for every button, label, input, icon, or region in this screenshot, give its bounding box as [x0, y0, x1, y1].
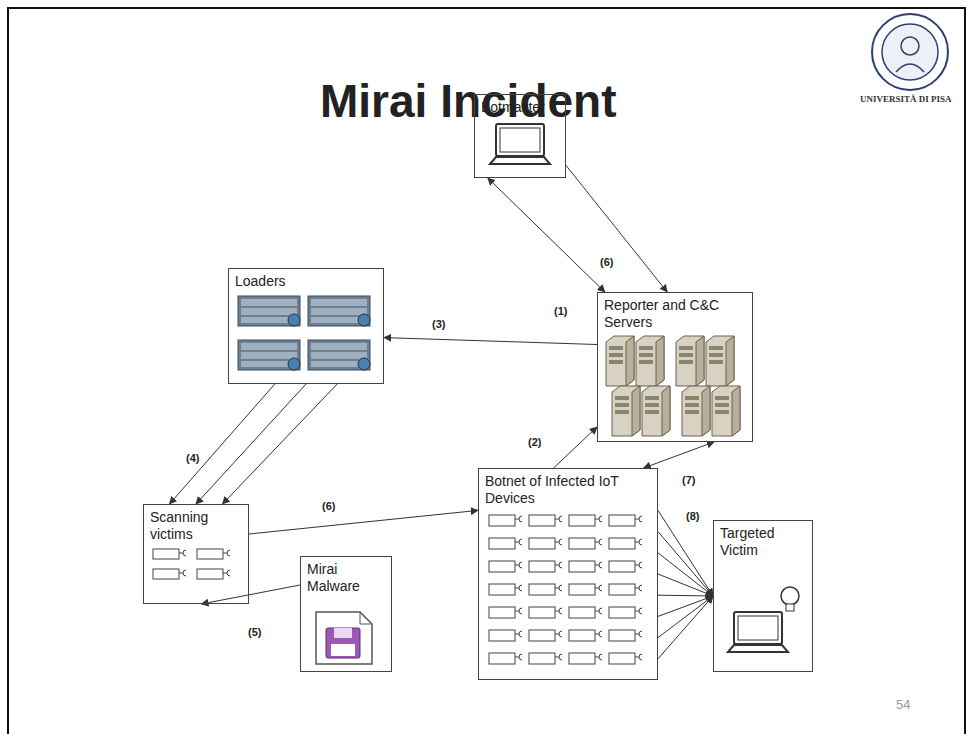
malware-file: [316, 612, 372, 664]
connector-arrow: [658, 596, 713, 659]
process-box: Botnet of Infected IoT Devices: [478, 468, 658, 680]
connector-arrow: [658, 595, 713, 597]
page-number: 54: [896, 697, 910, 712]
connector-arrow: [658, 596, 713, 638]
process-box: Reporter and C&C Servers: [597, 292, 753, 442]
callout-number: (8): [684, 510, 701, 523]
connector-arrow: [658, 596, 713, 616]
victim-laptop: [728, 587, 799, 652]
scanning-devices: [152, 548, 240, 588]
box-label: Botnet of Infected IoT Devices: [479, 469, 657, 511]
connector-arrow: [249, 510, 478, 534]
university-seal: [872, 14, 948, 90]
slide-title: Mirai Incident: [320, 74, 616, 128]
box-label: Reporter and C&C Servers: [598, 293, 752, 335]
connector-arrow: [170, 384, 275, 504]
callout-number: (4): [184, 452, 201, 465]
callout-number: (6): [320, 500, 337, 513]
slide-border: [8, 8, 965, 734]
connector-arrow: [223, 384, 338, 504]
process-box: Loaders: [228, 268, 384, 384]
callout-number: (1): [552, 305, 569, 318]
process-box: Scanning victims: [143, 504, 249, 604]
box-label: Botmaster: [475, 95, 551, 120]
connector-arrow: [658, 574, 713, 596]
box-label: Targeted Victim: [714, 521, 812, 563]
callout-number: (3): [430, 318, 447, 331]
loader-servers: [238, 296, 370, 370]
connector-arrow: [554, 427, 597, 468]
connector-arrow: [196, 384, 306, 504]
box-label: Loaders: [229, 269, 292, 294]
process-box: Botmaster: [474, 94, 566, 178]
cc-servers: [606, 336, 740, 436]
connector-arrow: [658, 553, 713, 596]
callout-number: (6): [598, 256, 615, 269]
process-box: Mirai Malware: [300, 556, 392, 672]
infected-devices-grid: [488, 514, 648, 675]
connector-arrow: [658, 532, 713, 596]
university-name: UNIVERSITÀ DI PISA: [860, 94, 952, 104]
process-box: Targeted Victim: [713, 520, 813, 672]
botmaster-laptop: [490, 124, 550, 164]
callout-number: (7): [680, 474, 697, 487]
connector-arrow: [201, 585, 300, 604]
connector-arrow: [566, 165, 667, 292]
callout-number: (2): [526, 436, 543, 449]
connector-arrow: [644, 442, 714, 468]
callout-number: (5): [246, 626, 263, 639]
connector-arrow: [384, 338, 597, 345]
box-label: Scanning victims: [144, 505, 248, 547]
box-label: Mirai Malware: [301, 557, 391, 599]
connector-arrow: [658, 510, 713, 596]
connector-arrow: [488, 178, 605, 292]
